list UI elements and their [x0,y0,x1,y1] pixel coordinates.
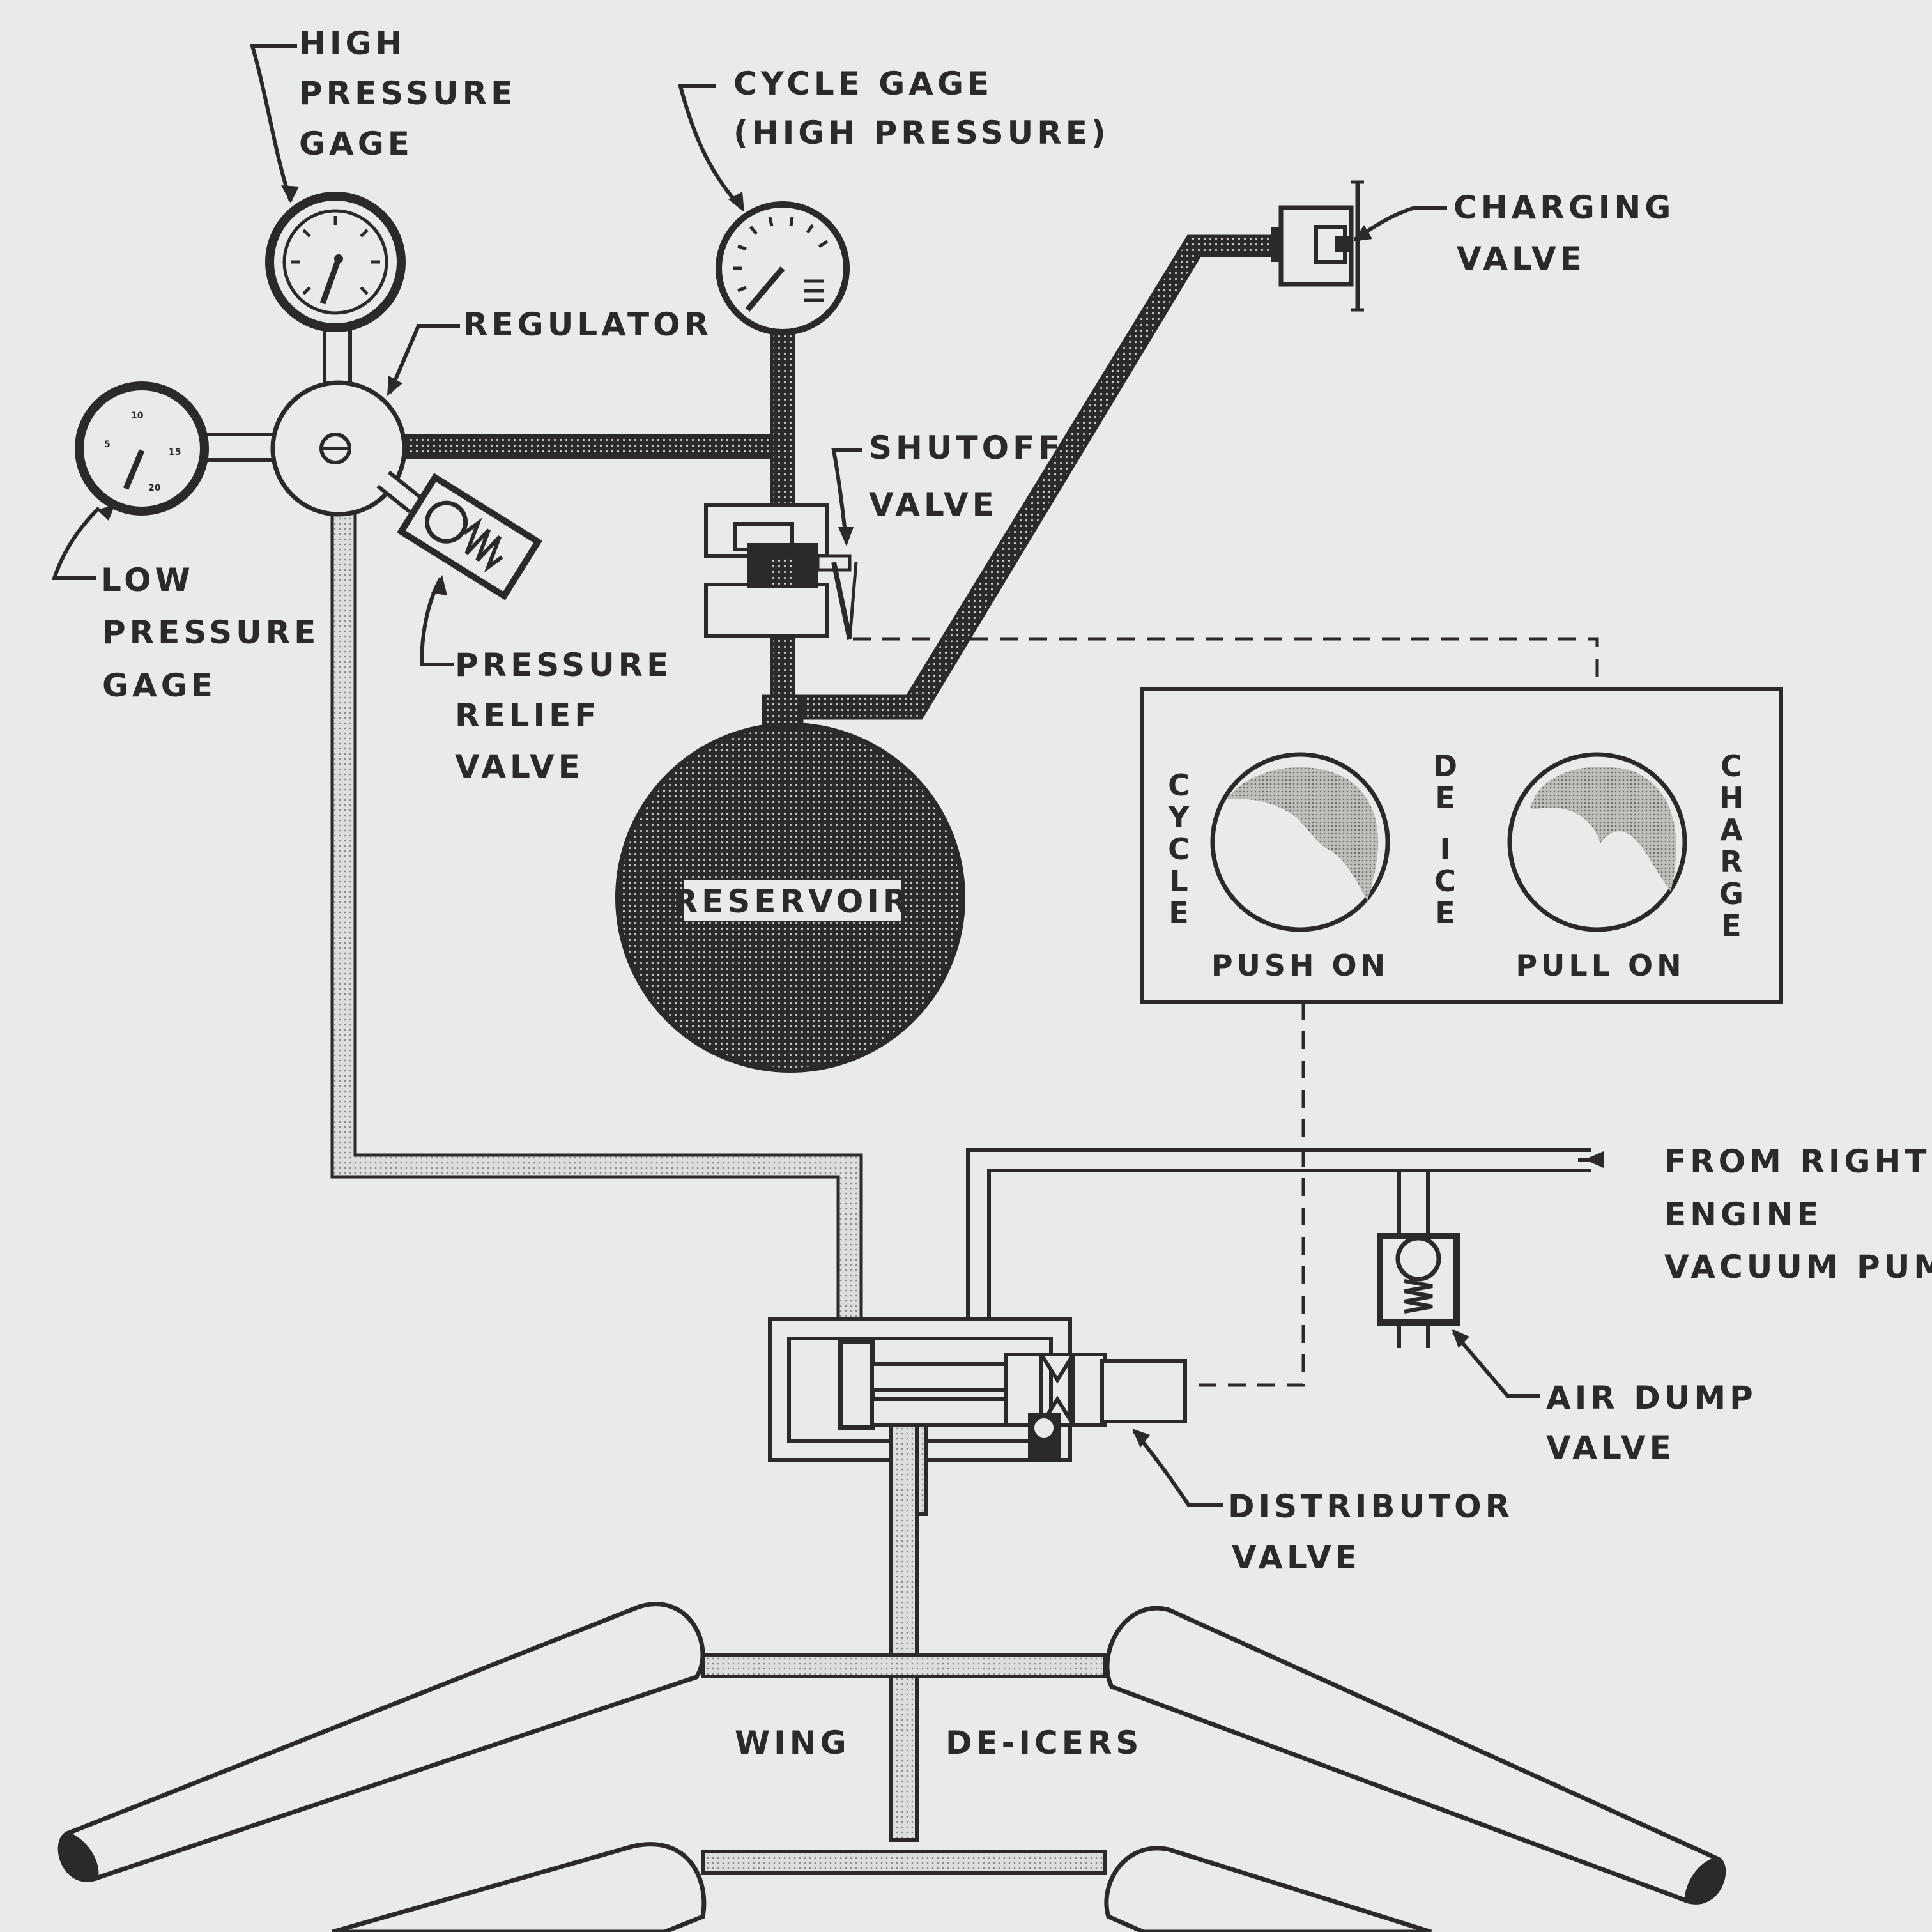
panel-de-ice-label: D E I C E [1433,749,1457,930]
svg-text:VACUUM PUMP: VACUUM PUMP [1664,1248,1932,1285]
pressure-relief-valve-label: PRESSURE RELIEF VALVE [455,647,672,785]
panel-charge-label: C H A R G E [1719,749,1744,943]
control-panel: C Y C L E D E I C E C H A R G E PUSH ON … [1140,687,1783,1004]
svg-text:L: L [1169,864,1188,898]
svg-text:RELIEF: RELIEF [455,697,600,734]
distributor-valve [768,1317,1187,1516]
low-gage-tick-5: 5 [104,440,111,450]
svg-text:R: R [1720,845,1742,879]
wing-feed-line [701,1423,1107,1875]
svg-text:VALVE: VALVE [455,748,584,785]
high-pressure-gage-label: HIGH PRESSURE GAGE [299,25,516,162]
charging-valve-label: CHARGING VALVE [1453,189,1675,277]
svg-text:DISTRIBUTOR: DISTRIBUTOR [1228,1488,1514,1525]
pressure-relief-valve [376,470,542,601]
svg-text:AIR DUMP: AIR DUMP [1546,1379,1757,1416]
distributor-valve-label: DISTRIBUTOR VALVE [1228,1488,1514,1576]
svg-text:C: C [1434,864,1456,898]
charging-valve [1271,180,1364,312]
regulator-label: REGULATOR [463,306,712,343]
left-wing [57,1602,707,1932]
cycle-gage-label: CYCLE GAGE (HIGH PRESSURE) [733,65,1110,151]
de-icers-label: DE-ICERS [946,1724,1142,1761]
control-linkage [853,637,1599,1387]
svg-text:I: I [1439,832,1450,866]
svg-text:VALVE: VALVE [1232,1539,1361,1576]
panel-cycle-label: C Y C L E [1167,768,1190,930]
svg-text:E: E [1435,896,1455,930]
svg-text:E: E [1721,908,1741,943]
right-wing [1104,1606,1726,1932]
low-pressure-gage: 10 5 15 20 [75,381,209,516]
svg-text:C: C [1721,749,1742,783]
svg-text:VALVE: VALVE [869,486,998,523]
svg-text:VALVE: VALVE [1546,1429,1675,1466]
svg-text:FROM RIGHT: FROM RIGHT [1664,1143,1930,1180]
low-gage-tick-20: 20 [148,483,161,493]
callout-arrows [97,185,1604,1448]
push-on-label: PUSH ON [1211,948,1389,983]
svg-text:CHARGING: CHARGING [1453,189,1675,226]
svg-text:GAGE: GAGE [102,667,217,704]
svg-text:E: E [1435,781,1455,815]
svg-text:LOW: LOW [101,562,194,599]
svg-text:SHUTOFF: SHUTOFF [869,429,1064,466]
svg-text:PRESSURE: PRESSURE [102,614,319,651]
from-right-engine-label: FROM RIGHT ENGINE VACUUM PUMP [1664,1143,1932,1285]
reservoir: RESERVOIR [615,694,965,1073]
low-pressure-gage-label: LOW PRESSURE GAGE [101,562,319,704]
wing-label: WING [735,1724,850,1761]
svg-text:C: C [1168,768,1190,802]
shutoff-valve-label: SHUTOFF VALVE [869,429,1064,523]
svg-text:G: G [1719,877,1744,911]
cycle-knob[interactable] [1210,752,1390,932]
svg-text:PRESSURE: PRESSURE [455,647,672,684]
pull-on-label: PULL ON [1515,948,1685,983]
svg-text:CYCLE GAGE: CYCLE GAGE [733,65,993,102]
svg-text:HIGH: HIGH [299,25,406,62]
svg-text:C: C [1168,832,1190,866]
high-pressure-lines [401,234,1273,730]
svg-text:(HIGH PRESSURE): (HIGH PRESSURE) [733,114,1110,151]
low-gage-tick-15: 15 [169,447,181,457]
high-pressure-gage [265,192,406,392]
svg-text:GAGE: GAGE [299,125,413,162]
svg-text:Y: Y [1167,800,1190,834]
svg-text:H: H [1719,781,1744,815]
regulator [203,380,407,517]
cycle-gage [716,201,850,335]
low-gage-tick-10: 10 [131,411,144,421]
svg-text:A: A [1720,813,1743,847]
svg-text:PRESSURE: PRESSURE [299,75,516,112]
svg-text:E: E [1169,896,1188,930]
reservoir-label: RESERVOIR [673,883,912,920]
air-dump-valve-label: AIR DUMP VALVE [1546,1379,1757,1466]
air-dump-valve [1377,1233,1460,1326]
svg-text:VALVE: VALVE [1457,240,1586,277]
charge-knob[interactable] [1507,752,1687,932]
svg-text:D: D [1433,749,1457,783]
shutoff-valve [704,503,858,640]
svg-text:ENGINE: ENGINE [1664,1196,1823,1233]
